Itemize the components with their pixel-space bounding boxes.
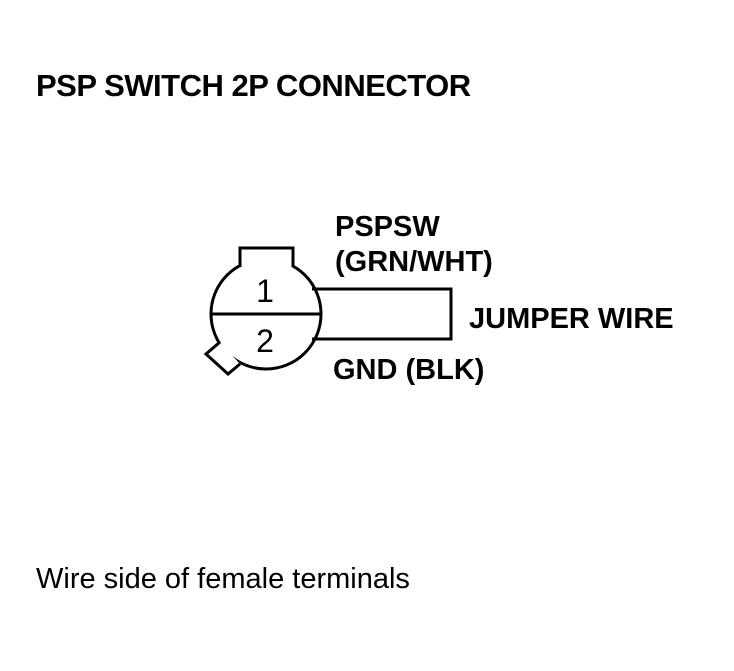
jumper-wire-label: JUMPER WIRE	[469, 303, 674, 335]
gnd-label: GND (BLK)	[333, 354, 484, 386]
pspsw-wire-color-label: (GRN/WHT)	[335, 246, 493, 278]
jumper-wire	[312, 287, 453, 341]
pin-2-label: 2	[256, 323, 274, 359]
pin-1-label: 1	[256, 273, 274, 309]
connector-lock-tab-fill	[241, 257, 292, 267]
diagram-caption: Wire side of female terminals	[36, 563, 410, 595]
connector-key-notch	[203, 340, 241, 376]
pspsw-label: PSPSW	[335, 211, 440, 243]
diagram-title: PSP SWITCH 2P CONNECTOR	[36, 68, 471, 103]
